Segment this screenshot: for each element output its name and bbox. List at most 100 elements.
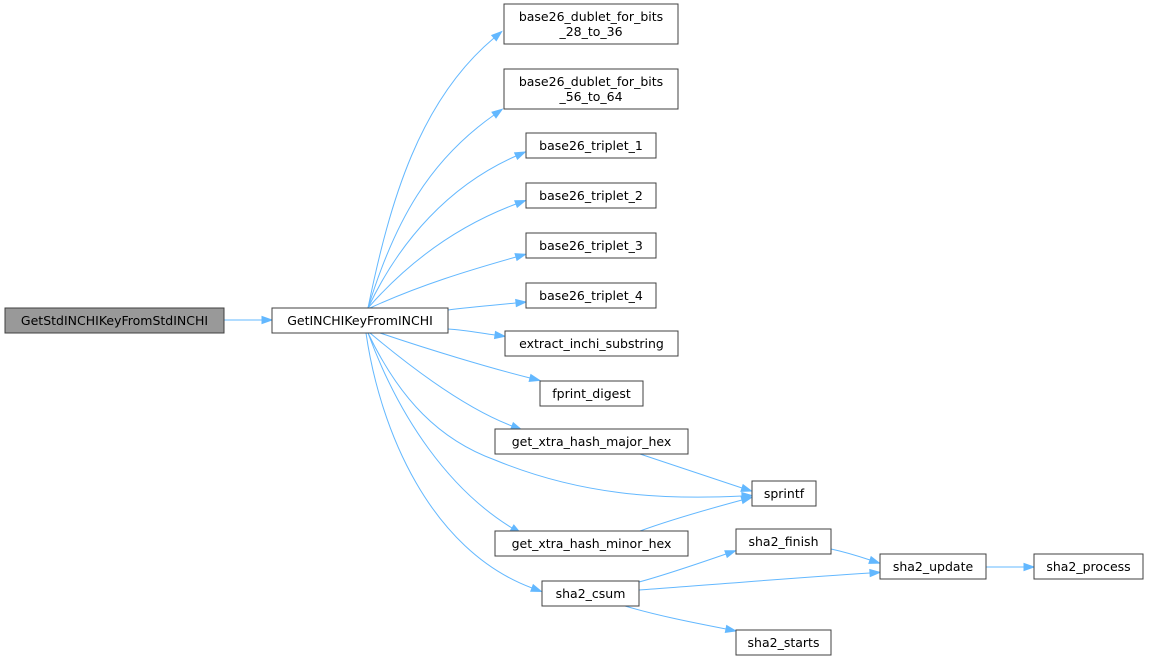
- node-label: sprintf: [764, 486, 805, 501]
- edge-line: [624, 605, 727, 630]
- edge-line: [447, 302, 517, 311]
- edges-layer: [224, 30, 1036, 634]
- node-sha2-starts[interactable]: sha2_starts: [735, 629, 832, 656]
- arrowhead-icon: [493, 330, 507, 340]
- node-box[interactable]: [525, 182, 657, 209]
- node-label: sha2_update: [893, 559, 974, 574]
- node-label: base26_triplet_3: [539, 238, 643, 253]
- node-getstdinchikeyfromstdinchi[interactable]: GetStdINCHIKeyFromStdINCHI: [4, 307, 225, 334]
- arrowhead-icon: [490, 30, 503, 42]
- node-sha2-update[interactable]: sha2_update: [879, 553, 987, 580]
- edge-line: [830, 548, 871, 561]
- node-sha2-finish[interactable]: sha2_finish: [735, 528, 832, 555]
- node-label: base26_triplet_1: [539, 138, 643, 153]
- node-label: sha2_finish: [748, 534, 818, 549]
- edge-GetINCHIKeyFromINCHI-to-base26_triplet_2: [367, 199, 527, 309]
- edge-sha2_csum-to-sha2_finish: [638, 550, 737, 583]
- edge-line: [367, 155, 517, 309]
- arrowhead-icon: [740, 483, 753, 492]
- edge-sha2_csum-to-sha2_starts: [624, 605, 738, 634]
- edge-GetINCHIKeyFromINCHI-to-sha2_csum: [365, 332, 543, 593]
- node-base26-dublet-for-bits-28-to-36[interactable]: base26_dublet_for_bits_28_to_36: [503, 3, 679, 45]
- node-label: base26_triplet_2: [539, 188, 643, 203]
- arrowhead-icon: [530, 583, 543, 593]
- edge-line: [638, 572, 871, 591]
- node-box[interactable]: [525, 232, 657, 259]
- edge-line: [638, 553, 727, 583]
- node-base26-dublet-for-bits-56-to-64[interactable]: base26_dublet_for_bits_56_to_64: [503, 68, 679, 110]
- node-label: get_xtra_hash_minor_hex: [512, 536, 672, 551]
- node-label: sha2_process: [1046, 559, 1130, 574]
- edge-GetINCHIKeyFromINCHI-to-base26_triplet_1: [367, 151, 527, 309]
- edge-line: [367, 114, 495, 309]
- edge-line: [369, 256, 517, 309]
- arrowhead-icon: [528, 373, 542, 382]
- edge-line: [447, 328, 496, 336]
- node-box[interactable]: [494, 428, 689, 455]
- arrowhead-icon: [1023, 562, 1036, 572]
- node-base26-triplet-3[interactable]: base26_triplet_3: [525, 232, 657, 259]
- node-label: fprint_digest: [552, 386, 631, 401]
- edge-line: [367, 37, 495, 309]
- edge-GetINCHIKeyFromINCHI-to-fprint_digest: [379, 332, 542, 382]
- node-box[interactable]: [541, 580, 640, 607]
- arrowhead-icon: [514, 199, 527, 209]
- node-box[interactable]: [4, 307, 225, 334]
- node-sprintf[interactable]: sprintf: [751, 480, 817, 507]
- node-get-xtra-hash-minor-hex[interactable]: get_xtra_hash_minor_hex: [494, 530, 689, 557]
- node-sha2-csum[interactable]: sha2_csum: [541, 580, 640, 607]
- arrowhead-icon: [261, 315, 274, 325]
- node-box[interactable]: [504, 330, 679, 357]
- edge-sha2_finish-to-sha2_update: [830, 548, 881, 564]
- node-label: base26_dublet_for_bits: [519, 9, 663, 24]
- edge-line: [367, 332, 513, 529]
- edge-line: [369, 332, 513, 427]
- arrowhead-icon: [724, 550, 737, 559]
- node-extract-inchi-substring[interactable]: extract_inchi_substring: [504, 330, 679, 357]
- node-box[interactable]: [539, 380, 644, 407]
- node-box[interactable]: [525, 132, 657, 159]
- edge-line: [367, 332, 743, 498]
- node-getinchikeyfrominchi[interactable]: GetINCHIKeyFromINCHI: [271, 307, 449, 334]
- edge-line: [639, 453, 743, 489]
- node-box[interactable]: [751, 480, 817, 507]
- arrowhead-icon: [740, 496, 754, 505]
- node-label: _28_to_36: [558, 24, 622, 39]
- arrowhead-icon: [491, 108, 504, 119]
- node-label: _56_to_64: [558, 89, 622, 104]
- edge-sha2_csum-to-sha2_update: [638, 568, 882, 591]
- node-base26-triplet-2[interactable]: base26_triplet_2: [525, 182, 657, 209]
- edge-GetINCHIKeyFromINCHI-to-get_xtra_hash_major_hex: [369, 332, 523, 431]
- edge-GetINCHIKeyFromINCHI-to-base26_dublet_for_bits_56_to_64: [367, 108, 504, 309]
- edge-GetStdINCHIKeyFromStdINCHI-to-GetINCHIKeyFromINCHI: [224, 315, 274, 325]
- node-box[interactable]: [271, 307, 449, 334]
- edge-line: [367, 203, 517, 309]
- node-label: get_xtra_hash_major_hex: [512, 434, 672, 449]
- edge-line: [639, 499, 743, 532]
- node-base26-triplet-1[interactable]: base26_triplet_1: [525, 132, 657, 159]
- arrowhead-icon: [868, 555, 881, 564]
- node-box[interactable]: [503, 68, 679, 110]
- node-box[interactable]: [879, 553, 987, 580]
- arrowhead-icon: [869, 568, 882, 578]
- node-box[interactable]: [735, 528, 832, 555]
- node-base26-triplet-4[interactable]: base26_triplet_4: [525, 282, 657, 309]
- node-label: GetINCHIKeyFromINCHI: [287, 313, 433, 328]
- node-fprint-digest[interactable]: fprint_digest: [539, 380, 644, 407]
- arrowhead-icon: [724, 624, 738, 634]
- edge-GetINCHIKeyFromINCHI-to-extract_inchi_substring: [447, 328, 507, 340]
- edge-sha2_update-to-sha2_process: [986, 562, 1036, 572]
- node-get-xtra-hash-major-hex[interactable]: get_xtra_hash_major_hex: [494, 428, 689, 455]
- edge-get_xtra_hash_major_hex-to-sprintf: [639, 453, 753, 492]
- node-label: base26_triplet_4: [539, 288, 643, 303]
- node-box[interactable]: [503, 3, 679, 45]
- node-box[interactable]: [1033, 553, 1144, 580]
- edge-line: [365, 332, 533, 589]
- node-box[interactable]: [525, 282, 657, 309]
- node-box[interactable]: [735, 629, 832, 656]
- node-sha2-process[interactable]: sha2_process: [1033, 553, 1144, 580]
- node-box[interactable]: [494, 530, 689, 557]
- edge-get_xtra_hash_minor_hex-to-sprintf: [639, 496, 754, 532]
- arrowhead-icon: [515, 298, 528, 308]
